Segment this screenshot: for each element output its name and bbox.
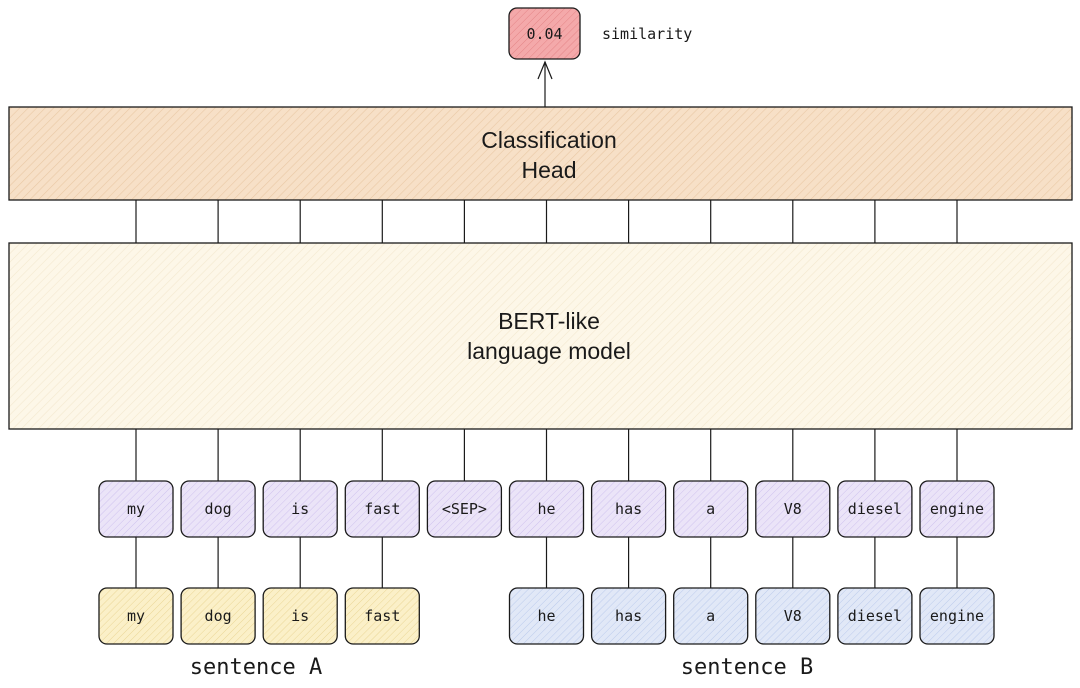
input-token-has-label: has (615, 500, 642, 518)
sentence-b-token-row: he has a V8 diesel engine (508, 587, 995, 645)
input-token-row: my dog is fast <SEP> he has a V8 diesel engine (98, 480, 995, 538)
sentence-a-token-dog-box (180, 587, 256, 645)
sentence-b-token-has-label: has (615, 607, 642, 625)
language-model-block (8, 242, 1073, 430)
input-token-dog-label: dog (205, 500, 232, 518)
sentence-a-token-fast-box (344, 587, 420, 645)
sentence-b-token-engine-label: engine (930, 607, 984, 625)
sentence-b-token-he-box (508, 587, 585, 645)
sentence-b-token-a-box (673, 587, 749, 645)
sentence-a-token-my-box (98, 587, 174, 645)
input-token-diesel-label: diesel (848, 500, 902, 518)
input-token-fast-label: fast (364, 500, 400, 518)
input-token-he-box (508, 480, 585, 538)
sentence-a-token-dog-label: dog (205, 607, 232, 625)
input-token-engine-box (919, 480, 995, 538)
sentence-a-token-row: my dog is fast (98, 587, 420, 645)
similarity-output-box (508, 7, 581, 60)
input-token-sep-box (426, 480, 503, 538)
sentence-b-token-v8-label: V8 (784, 607, 802, 625)
sentence-b-token-engine-box (919, 587, 995, 645)
sentence-b-token-has-box (590, 587, 667, 645)
output-arrowhead (537, 60, 553, 80)
input-token-a-label: a (706, 500, 715, 518)
sentence-a-token-fast-label: fast (364, 607, 400, 625)
sentence-b-token-v8-box (755, 587, 831, 645)
input-token-engine-label: engine (930, 500, 984, 518)
sentence-a-label: sentence A (190, 655, 322, 680)
classification-head-block (8, 106, 1073, 201)
input-token-v8-label: V8 (784, 500, 802, 518)
sentence-b-token-diesel-box (837, 587, 913, 645)
classification-head-title-line1: Classification (481, 127, 617, 153)
connector-lines (135, 200, 958, 588)
sentence-a-token-my-label: my (127, 607, 145, 625)
input-token-diesel-box (837, 480, 913, 538)
classification-head-title-line2: Head (522, 157, 577, 183)
input-token-v8-box (755, 480, 831, 538)
language-model-title-line1: BERT-like (498, 308, 600, 334)
input-token-sep-label: <SEP> (442, 500, 487, 518)
input-token-is-box (262, 480, 338, 538)
sentence-a-token-is-label: is (291, 607, 309, 625)
input-token-my-box (98, 480, 174, 538)
similarity-label: similarity (602, 25, 692, 43)
input-token-my-label: my (127, 500, 145, 518)
input-token-has-box (590, 480, 667, 538)
input-token-he-label: he (537, 500, 555, 518)
input-token-is-label: is (291, 500, 309, 518)
input-token-fast-box (344, 480, 420, 538)
sentence-b-token-he-label: he (537, 607, 555, 625)
sentence-b-label: sentence B (681, 655, 813, 680)
input-token-a-box (673, 480, 749, 538)
language-model-title-line2: language model (467, 338, 631, 364)
sentence-b-token-diesel-label: diesel (848, 607, 902, 625)
sentence-a-token-is-box (262, 587, 338, 645)
sentence-b-token-a-label: a (706, 607, 715, 625)
similarity-value: 0.04 (526, 25, 562, 43)
input-token-dog-box (180, 480, 256, 538)
